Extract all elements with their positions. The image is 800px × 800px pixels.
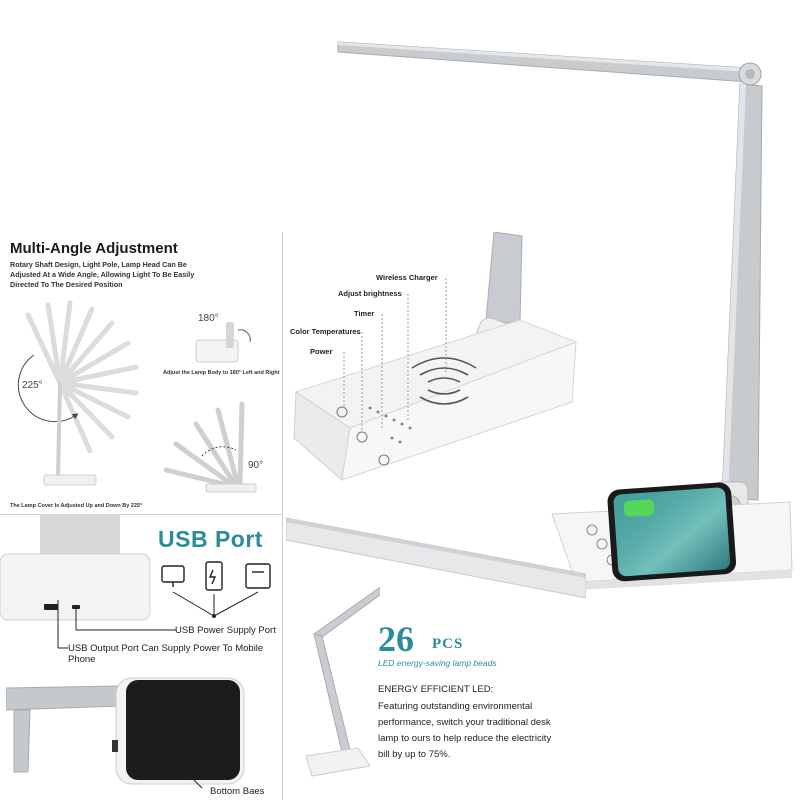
lamp-body-rotation-image — [195, 322, 251, 363]
usb-leader-lines — [57, 600, 176, 649]
lamp-cover-angle-diagram — [17, 300, 139, 486]
feature-timer-label: Timer — [354, 309, 375, 318]
usb-supply-port-label: USB Power Supply Port — [175, 625, 276, 636]
angle-90-label: 90° — [248, 460, 264, 471]
usb-output-port-label: USB Output Port Can Supply Power To Mobi… — [68, 643, 264, 665]
usb-device-icons — [161, 561, 271, 618]
panel-divider — [282, 514, 283, 800]
panel-divider — [0, 514, 282, 515]
multi-angle-description: Rotary Shaft Design, Light Pole, Lamp He… — [10, 260, 195, 289]
lamp-body-caption: Adjust the Lamp Body to 180° Left and Ri… — [163, 370, 280, 376]
led-subtitle: LED energy-saving lamp beads — [378, 658, 497, 668]
led-unit: PCS — [432, 636, 464, 652]
hero-lamp-image — [337, 41, 793, 590]
feature-wireless-label: Wireless Charger — [376, 273, 438, 282]
panel-divider — [282, 232, 283, 514]
small-lamp-image — [305, 586, 380, 777]
energy-efficient-body: Featuring outstanding environmental perf… — [378, 701, 552, 760]
bottom-base-image — [6, 677, 245, 789]
angle-180-label: 180° — [198, 313, 219, 324]
bottom-base-label: Bottom Baes — [210, 786, 265, 797]
energy-efficient-heading: ENERGY EFFICIENT LED: — [378, 684, 494, 695]
feature-color-temp-label: Color Temperatures — [290, 327, 361, 336]
lamp-cover-caption: The Lamp Cover Is Adjusted Up and Down B… — [10, 503, 143, 509]
angle-225-label: 225° — [22, 380, 43, 391]
usb-port-lamp-image — [0, 514, 151, 621]
feature-brightness-label: Adjust brightness — [338, 289, 402, 298]
usb-port-title: USB Port — [158, 526, 263, 552]
lamp-base-features-image — [293, 232, 578, 481]
led-count: 26 — [378, 619, 414, 659]
multi-angle-title: Multi-Angle Adjustment — [10, 240, 178, 257]
feature-power-label: Power — [310, 347, 333, 356]
led-arm-image — [286, 517, 586, 598]
lamp-arm-angle-diagram — [163, 401, 257, 493]
